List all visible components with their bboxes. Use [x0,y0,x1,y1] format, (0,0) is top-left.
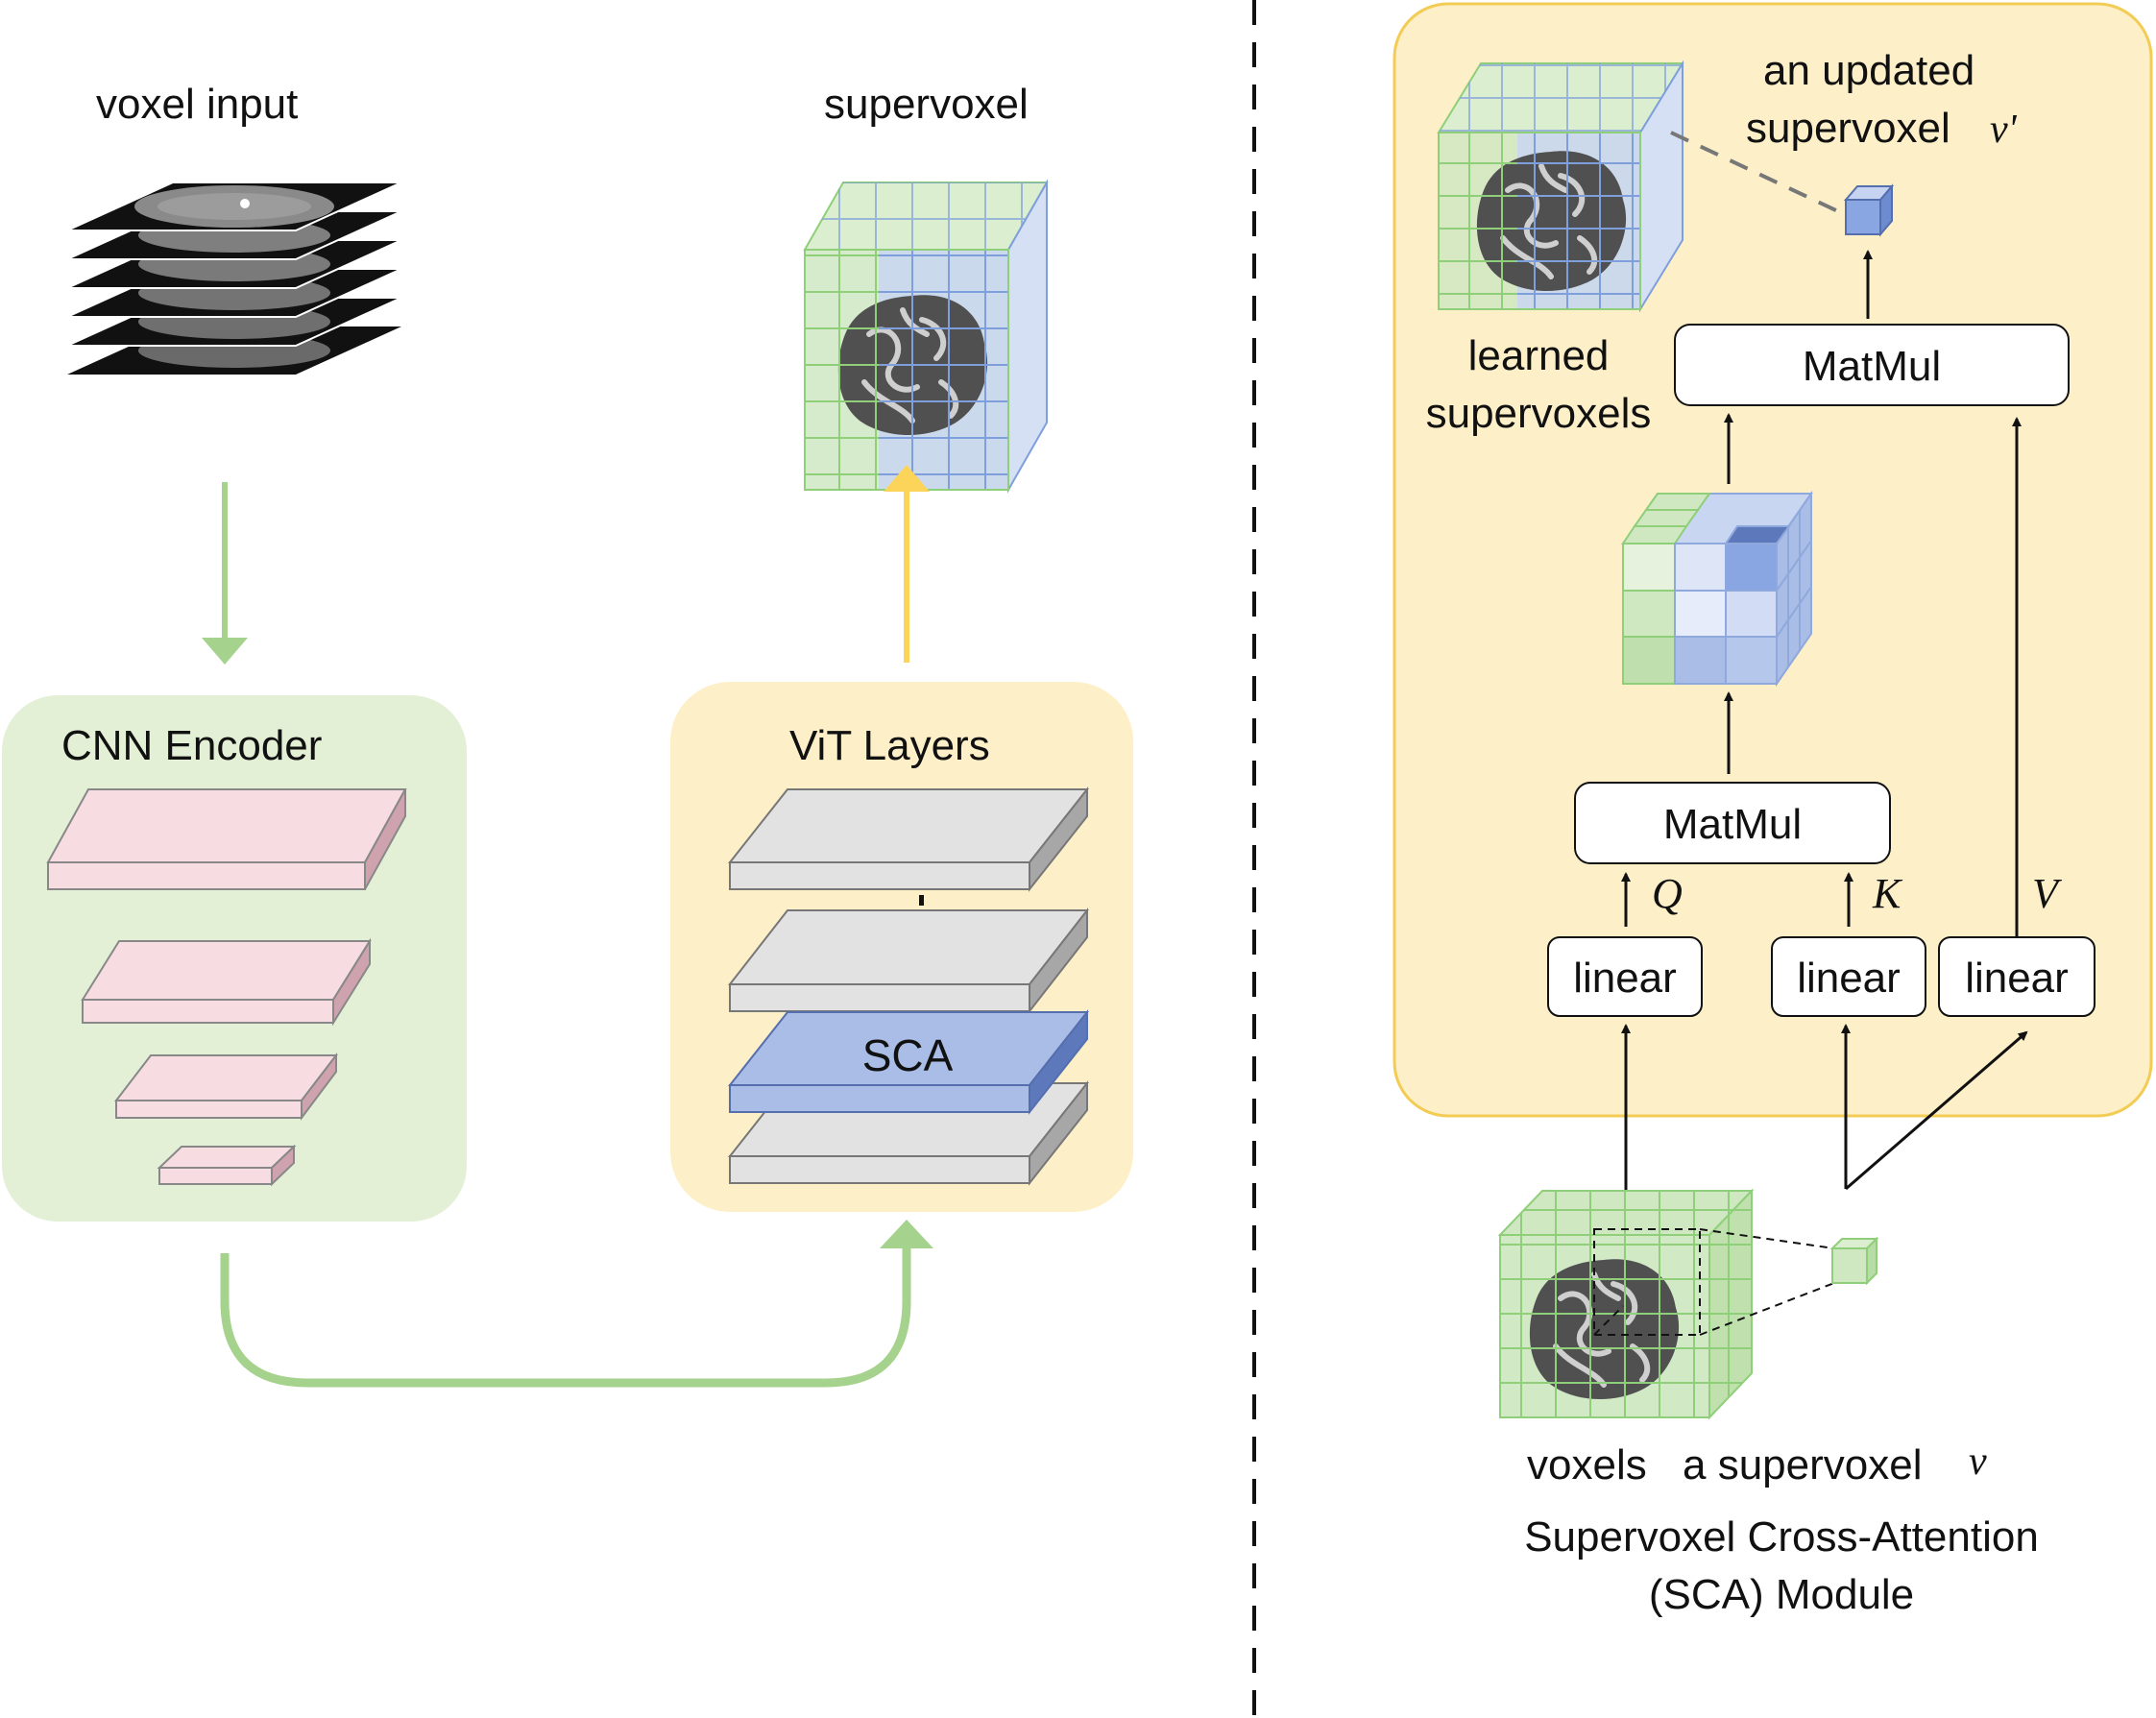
sca-layer: SCA [727,1009,1090,1115]
learned-supervoxels-cube [1437,60,1684,313]
matmul-top-box: MatMul [1674,324,2070,406]
learned-supervoxels-label-line2: supervoxels [1426,390,1652,437]
k-symbol: K [1872,870,1903,917]
a-supervoxel-label: a supervoxel [1683,1441,1922,1488]
matmul-top-label: MatMul [1803,343,1941,390]
supervoxel-output-label: supervoxel [824,81,1029,128]
cnn-encoder-title: CNN Encoder [61,722,322,769]
a-supervoxel-symbol: v [1969,1440,1987,1484]
module-title-line2: (SCA) Module [1649,1571,1914,1618]
mri-slice-stack [66,181,402,375]
voxels-cube [1497,1188,1755,1420]
module-title-line1: Supervoxel Cross-Attention [1524,1513,2039,1561]
zoom-dashed-lines [1699,1228,1835,1336]
q-symbol: Q [1652,870,1683,917]
supervoxel-cube [803,179,1049,494]
single-supervoxel-cube [1829,1236,1879,1286]
linear-v-label: linear [1965,955,2069,1002]
encoder-layer-3 [113,1053,339,1121]
v-symbol: V [2032,870,2063,917]
attention-map-cube [1621,490,1813,688]
cnn-encoder-panel: CNN Encoder [2,695,467,1222]
arrow-supervoxel-to-linear-v [1845,1030,2028,1191]
updated-supervoxel-cube [1843,183,1895,237]
vit-layer-top [727,786,1090,892]
updated-supervoxel-label-line2: supervoxel [1746,105,1950,152]
linear-k-label: linear [1797,955,1901,1002]
encoder-layer-1 [46,788,407,890]
matmul-bottom-label: MatMul [1663,801,1802,848]
linear-q-box: linear [1547,936,1703,1017]
matmul-bottom-box: MatMul [1574,782,1891,864]
learned-supervoxels-label-line1: learned [1468,332,1610,379]
updated-supervoxel-label-line1: an updated [1763,47,1974,94]
sca-layer-label: SCA [862,1030,954,1080]
vit-layers-panel: ViT Layers SCA [670,682,1133,1212]
voxel-input-label: voxel input [96,81,298,128]
green-skip-arrow [220,1220,933,1388]
green-down-arrow [202,482,248,665]
yellow-up-arrow [884,465,930,663]
updated-supervoxel-symbol: v' [1990,108,2018,152]
vit-layer-middle [727,907,1090,1014]
linear-v-box: linear [1938,936,2095,1017]
linear-q-label: linear [1573,955,1677,1002]
linear-k-box: linear [1771,936,1926,1017]
encoder-layer-4 [157,1144,297,1187]
voxels-label: voxels [1527,1441,1647,1488]
vit-layers-title: ViT Layers [789,722,990,769]
encoder-layer-2 [81,937,372,1027]
